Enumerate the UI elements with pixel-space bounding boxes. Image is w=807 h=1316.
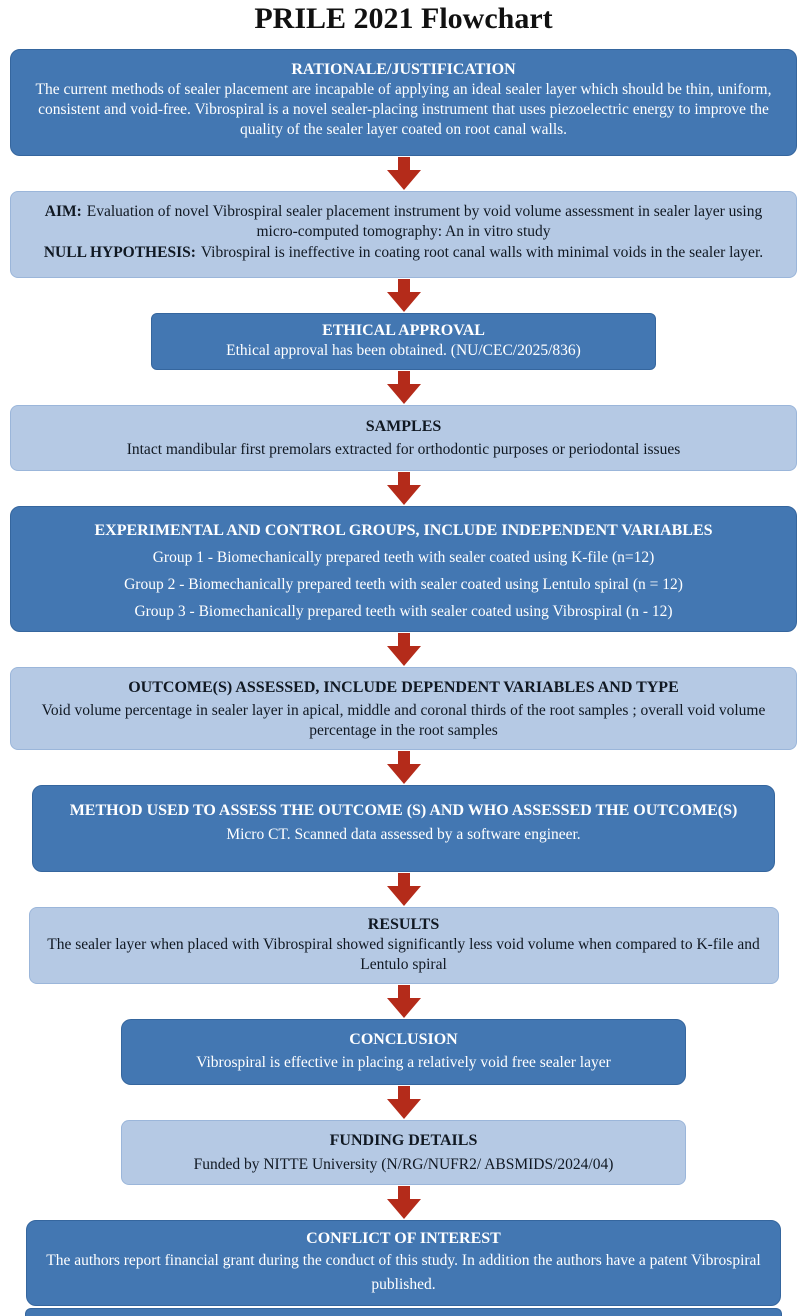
box-rationale-body: The current methods of sealer placement … (35, 81, 772, 139)
box-outcomes-assessed: OUTCOME(S) ASSESSED, INCLUDE DEPENDENT V… (10, 666, 797, 750)
down-arrow-icon (0, 472, 807, 506)
box-rationale-heading: RATIONALE/JUSTIFICATION (291, 61, 516, 78)
box-samples: SAMPLES Intact mandibular first premolar… (10, 405, 797, 472)
down-arrow-icon (0, 872, 807, 906)
page-title: PRILE 2021 Flowchart (254, 2, 553, 35)
box-funding-body: Funded by NITTE University (N/RG/NUFR2/ … (193, 1155, 614, 1173)
box-results-body: The sealer layer when placed with Vibros… (47, 935, 760, 973)
down-arrow-icon (0, 157, 807, 190)
aim-line: AIM:Evaluation of novel Vibrospiral seal… (27, 202, 780, 242)
null-hypothesis-label: NULL HYPOTHESIS: (43, 243, 196, 261)
box-outcomes-heading: OUTCOME(S) ASSESSED, INCLUDE DEPENDENT V… (128, 678, 679, 696)
box-outcomes-body: Void volume percentage in sealer layer i… (41, 701, 766, 739)
aim-label: AIM: (44, 203, 82, 220)
group-3-line: Group 3 - Biomechanically prepared teeth… (134, 603, 673, 621)
box-samples-heading: SAMPLES (365, 418, 442, 436)
down-arrow-icon (0, 750, 807, 784)
next-box-cutoff-edge (25, 1308, 782, 1316)
box-aim-hypothesis: AIM:Evaluation of novel Vibrospiral seal… (10, 191, 797, 278)
box-experimental-groups: EXPERIMENTAL AND CONTROL GROUPS, INCLUDE… (10, 506, 797, 632)
box-conclusion-heading: CONCLUSION (349, 1030, 458, 1048)
down-arrow-icon (0, 1085, 807, 1119)
box-results: RESULTS The sealer layer when placed wit… (28, 906, 779, 984)
box-conflict-of-interest: CONFLICT OF INTEREST The authors report … (26, 1219, 781, 1307)
down-arrow-icon (0, 632, 807, 666)
aim-text: Evaluation of novel Vibrospiral sealer p… (86, 203, 763, 240)
box-method-assessment: METHOD USED TO ASSESS THE OUTCOME (S) AN… (32, 784, 775, 872)
down-arrow-icon (0, 984, 807, 1018)
box-method-heading: METHOD USED TO ASSESS THE OUTCOME (S) AN… (69, 801, 738, 819)
down-arrow-icon (0, 1185, 807, 1219)
box-groups-heading: EXPERIMENTAL AND CONTROL GROUPS, INCLUDE… (94, 522, 713, 540)
group-2-line: Group 2 - Biomechanically prepared teeth… (124, 576, 683, 594)
box-conclusion-body: Vibrospiral is effective in placing a re… (196, 1053, 611, 1071)
box-results-heading: RESULTS (367, 915, 440, 933)
box-funding-details: FUNDING DETAILS Funded by NITTE Universi… (121, 1119, 686, 1185)
box-samples-body: Intact mandibular first premolars extrac… (126, 441, 681, 459)
box-conclusion: CONCLUSION Vibrospiral is effective in p… (121, 1018, 686, 1085)
box-ethical-body: Ethical approval has been obtained. (NU/… (226, 342, 581, 360)
box-conflict-body: The authors report financial grant durin… (46, 1251, 761, 1293)
null-hypothesis-line: NULL HYPOTHESIS:Vibrospiral is ineffecti… (27, 243, 780, 263)
box-ethical-approval: ETHICAL APPROVAL Ethical approval has be… (151, 313, 656, 371)
box-funding-heading: FUNDING DETAILS (329, 1131, 478, 1149)
down-arrow-icon (0, 371, 807, 405)
box-conflict-heading: CONFLICT OF INTEREST (306, 1229, 501, 1247)
box-method-body: Micro CT. Scanned data assessed by a sof… (226, 825, 581, 843)
box-ethical-heading: ETHICAL APPROVAL (322, 322, 485, 339)
null-hypothesis-text: Vibrospiral is ineffective in coating ro… (200, 243, 764, 261)
down-arrow-icon (0, 279, 807, 312)
box-rationale: RATIONALE/JUSTIFICATION The current meth… (10, 49, 797, 156)
group-1-line: Group 1 - Biomechanically prepared teeth… (152, 549, 655, 567)
